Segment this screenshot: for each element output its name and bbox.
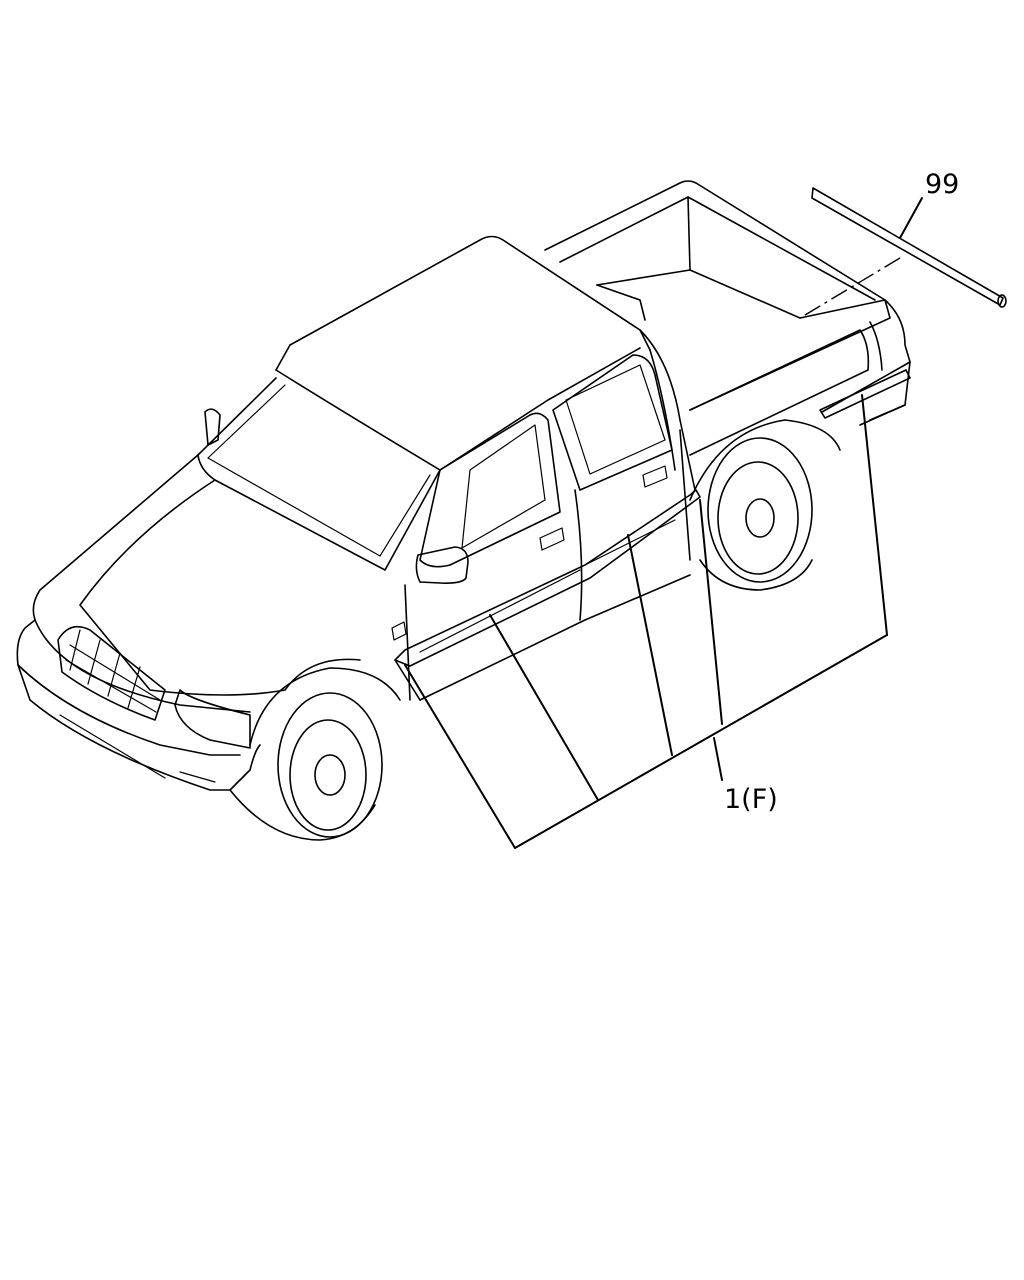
cab — [197, 235, 696, 571]
cargo-bed — [544, 180, 911, 456]
rear-wheel — [689, 419, 841, 591]
front-end — [16, 454, 401, 791]
front-wheel — [229, 692, 383, 841]
phantom-line-99 — [799, 257, 901, 319]
callout-99: 99 — [925, 169, 959, 200]
leader-lines — [404, 197, 923, 849]
side-moulding-parts — [394, 369, 911, 667]
pickup-truck-drawing — [16, 180, 911, 841]
side-panels — [391, 429, 691, 701]
bed-rail-moulding — [811, 187, 1007, 308]
callout-1f: 1(F) — [724, 784, 778, 815]
